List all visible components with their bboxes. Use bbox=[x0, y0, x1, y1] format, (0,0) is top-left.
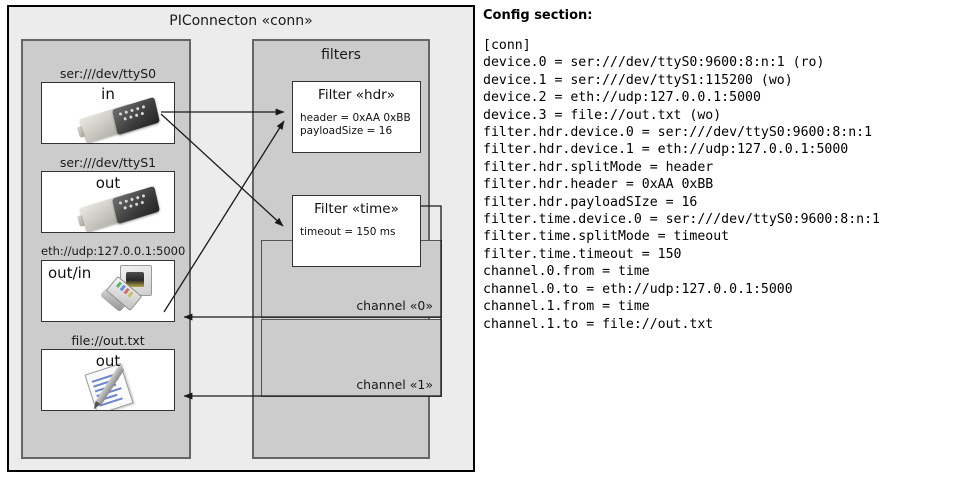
device-direction-eth: out/in bbox=[48, 264, 92, 282]
filter-hdr-prop-payloadsize: payloadSize = 16 bbox=[300, 125, 393, 137]
diagram-title: PIConnecton «conn» bbox=[169, 13, 313, 29]
device-entry-file[interactable]: file://out.txt out bbox=[41, 332, 175, 411]
device-label-ttys0: ser:///dev/ttyS0 bbox=[59, 66, 157, 81]
filters-panel-title: filters bbox=[321, 47, 361, 63]
config-line: channel.1.from = time bbox=[483, 299, 650, 315]
device-label-file: file://out.txt bbox=[71, 333, 145, 348]
config-line: filter.hdr.device.0 = ser:///dev/ttyS0:9… bbox=[483, 125, 873, 141]
config-line: device.3 = file://out.txt (wo) bbox=[483, 107, 722, 123]
channel-1-frame: channel «1» bbox=[261, 319, 442, 397]
filter-hdr-title: Filter «hdr» bbox=[318, 87, 395, 103]
channel-0-label: channel «0» bbox=[356, 298, 433, 313]
config-section: Config section: [conn] device.0 = ser:///… bbox=[483, 8, 958, 333]
device-entry-ttys1[interactable]: ser:///dev/ttyS1 out bbox=[41, 154, 175, 233]
device-box-ttys1[interactable]: out bbox=[41, 171, 175, 233]
device-direction-ttys0: in bbox=[101, 85, 115, 103]
piconnector-diagram: PIConnecton «conn» ser:///dev/ttyS0 in bbox=[7, 5, 475, 472]
filter-box-time[interactable]: Filter «time» timeout = 150 ms bbox=[292, 195, 421, 267]
device-direction-file: out bbox=[95, 352, 121, 370]
config-line: filter.hdr.header = 0xAA 0xBB bbox=[483, 177, 714, 193]
config-line: filter.hdr.device.1 = eth://udp:127.0.0.… bbox=[483, 142, 849, 158]
channel-1-label: channel «1» bbox=[356, 377, 433, 392]
config-heading: Config section: bbox=[483, 8, 593, 23]
text-file-icon bbox=[84, 363, 144, 410]
device-label-ttys1: ser:///dev/ttyS1 bbox=[59, 155, 157, 170]
device-box-file[interactable]: out bbox=[41, 349, 175, 411]
device-entry-ttys0[interactable]: ser:///dev/ttyS0 in bbox=[41, 65, 175, 144]
devices-panel: ser:///dev/ttyS0 in ser:///dev/ bbox=[21, 39, 191, 459]
config-line: device.2 = eth://udp:127.0.0.1:5000 bbox=[483, 90, 761, 106]
config-line: channel.1.to = file://out.txt bbox=[483, 316, 714, 332]
filter-time-title: Filter «time» bbox=[314, 201, 399, 217]
config-lines: [conn] device.0 = ser:///dev/ttyS0:9600:8… bbox=[483, 37, 958, 333]
ethernet-icon bbox=[99, 265, 174, 321]
config-line: filter.time.timeout = 150 bbox=[483, 246, 682, 262]
config-line: filter.time.splitMode = timeout bbox=[483, 229, 730, 245]
device-direction-ttys1: out bbox=[95, 174, 121, 192]
device-label-eth: eth://udp:127.0.0.1:5000 bbox=[41, 244, 186, 258]
config-line: filter.hdr.splitMode = header bbox=[483, 159, 714, 175]
config-line: channel.0.to = eth://udp:127.0.0.1:5000 bbox=[483, 281, 793, 297]
device-box-eth[interactable]: out/in bbox=[41, 260, 175, 322]
filter-time-prop-timeout: timeout = 150 ms bbox=[300, 226, 396, 238]
config-line: filter.time.device.0 = ser:///dev/ttyS0:… bbox=[483, 212, 880, 228]
config-line: device.0 = ser:///dev/ttyS0:9600:8:n:1 (… bbox=[483, 55, 825, 71]
device-box-ttys0[interactable]: in bbox=[41, 82, 175, 144]
serial-port-icon bbox=[76, 96, 162, 143]
config-line: [conn] bbox=[483, 38, 531, 53]
filter-hdr-prop-header: header = 0xAA 0xBB bbox=[300, 112, 411, 124]
config-line: filter.hdr.payloadSIze = 16 bbox=[483, 194, 698, 210]
filter-box-hdr[interactable]: Filter «hdr» header = 0xAA 0xBB payloadS… bbox=[292, 81, 421, 153]
config-line: device.1 = ser:///dev/ttyS1:115200 (wo) bbox=[483, 72, 793, 88]
serial-port-icon bbox=[76, 185, 162, 232]
config-line: channel.0.from = time bbox=[483, 264, 650, 280]
device-entry-eth[interactable]: eth://udp:127.0.0.1:5000 out/in bbox=[41, 243, 186, 322]
